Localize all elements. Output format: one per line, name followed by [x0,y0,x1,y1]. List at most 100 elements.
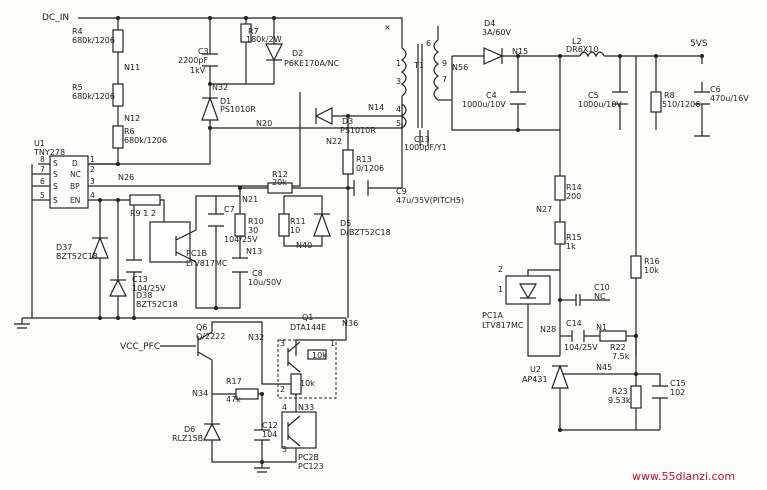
r4-ref: R4 [72,27,83,36]
n32b-label: N32 [248,333,264,342]
pin-7: 7 [442,75,447,84]
r14-value: 200 [566,192,581,201]
c6-ref: C6 [710,85,721,94]
q6-ref: Q6 [196,323,207,332]
svg-text:EN: EN [70,196,80,205]
l2-value: DR6X10 [566,45,598,54]
r8-ref: R8 [664,91,675,100]
r17-value: 47k [226,395,241,404]
n26-label: N26 [118,173,134,182]
c9-ref: C9 [396,187,407,196]
r16-ref: R16 [644,257,660,266]
semiconductors [149,221,551,449]
d6-value: RLZ15B [172,434,203,443]
r13-ref: R13 [356,155,372,164]
5vs-label: 5VS [690,39,708,49]
r17-ref: R17 [226,377,242,386]
svg-text:8: 8 [40,155,45,164]
r11-ref: R11 [290,217,306,226]
q1-pin2: 2 [280,385,285,394]
c13b-value: 1000pF/Y1 [404,143,447,152]
capacitors [126,53,710,441]
n20-label: N20 [256,119,272,128]
n27-label: N27 [536,205,552,214]
d2-ref: D2 [292,49,303,58]
c3-ref: C3 [198,47,209,56]
n13-label: N13 [246,247,262,256]
diodes [91,43,569,441]
r10-value: 30 [248,226,258,235]
r15-ref: R15 [566,233,582,242]
q1-pin1: 1 [330,339,335,348]
r22-ref: R22 [610,343,626,352]
r7-ref: R7 [248,27,259,36]
n22-label: N22 [326,137,342,146]
pc2b-pin3: 3 [282,445,287,454]
svg-text:1: 1 [90,155,95,164]
dc-in-label: DC_IN [42,13,69,23]
svg-text:S: S [53,170,58,179]
c13-value: 104/25V [132,284,166,293]
c6-value: 470u/16V [710,94,749,103]
n33-label: N33 [298,403,314,412]
c3-rating: 1kV [190,66,206,75]
junction-dots [98,16,704,464]
pc1b-value: LTV817MC [186,259,228,268]
svg-text:S: S [53,159,58,168]
svg-text:NC: NC [70,170,81,179]
c12-value: 104 [262,430,277,439]
c4-ref: C4 [486,91,497,100]
c10-ref: C10 [594,283,610,292]
svg-text:S: S [53,196,58,205]
c15-ref: C15 [670,379,686,388]
c13-ref: C13 [132,275,148,284]
c14-value: 104/25V [564,343,598,352]
r8-value: 510/1206 [662,100,700,109]
c5-value: 1000u/10V [578,100,622,109]
c13b-ref: C13 [414,135,430,144]
svg-text:7: 7 [40,165,45,174]
pc2b-pin4: 4 [282,403,287,412]
vcc-pfc-label: VCC_PFC [120,342,160,352]
c12-ref: C12 [262,421,278,430]
n56-label: N56 [452,63,468,72]
r22-value: 7.5k [612,352,630,361]
d38-ref: D38 [136,291,152,300]
n40-label: N40 [296,241,312,250]
n11-label: N11 [124,63,140,72]
c5-ref: C5 [588,91,599,100]
svg-text:2: 2 [90,165,95,174]
c8-ref: C8 [252,269,263,278]
pc2b-value: PC123 [298,462,324,471]
n36-label: N36 [342,319,358,328]
r6-ref: R6 [124,127,135,136]
c3-value: 2200pF [178,56,208,65]
d1-value: PS1010R [220,105,256,114]
r4-value: 680k/1206 [72,36,115,45]
labels: DC_IN VCC_PFC 5VS R4 680k/1206 N11 R5 68… [33,13,749,483]
wires [22,17,703,463]
q1-value: DTA144E [290,323,326,332]
c9-value: 47u/35V(PITCH5) [396,196,464,205]
r11-value: 10 [290,226,300,235]
svg-text:BP: BP [70,182,80,191]
r13-value: 0/1206 [356,164,384,173]
q1-r2: 10k [300,379,315,388]
c15-value: 102 [670,388,685,397]
n21-label: N21 [242,195,258,204]
d38-value: BZT52C18 [136,300,178,309]
svg-text:3: 3 [90,177,95,186]
d37-ref: D37 [56,243,72,252]
resistors [112,23,662,409]
pin-9: 9 [442,59,447,68]
n32-label: N32 [212,83,228,92]
d5-ref: D5 [340,219,351,228]
u2-value: AP431 [522,375,548,384]
n15-label: N15 [512,47,528,56]
watermark: www.55dianzi.com [632,470,735,483]
pc2b-ref: PC2B [298,453,319,462]
c4-value: 1000u/10V [462,100,506,109]
